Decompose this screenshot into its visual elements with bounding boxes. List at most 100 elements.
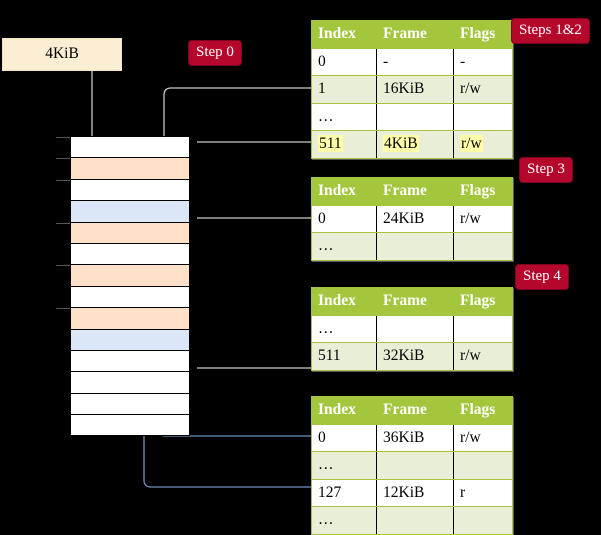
column-header-flags: Flags: [453, 396, 513, 425]
table-row[interactable]: 511 4KiB r/w: [311, 130, 513, 159]
table-cell: [376, 451, 454, 480]
table-cell: 0: [311, 47, 377, 76]
table-cell: [453, 102, 513, 131]
table-cell: 0: [311, 423, 377, 452]
table-cell: r/w: [453, 75, 513, 104]
highlighted-value: 4KiB: [383, 135, 419, 152]
table-cell: 12KiB: [376, 478, 454, 507]
memory-frame-tick: [56, 137, 70, 138]
table-cell: 24KiB: [376, 204, 454, 233]
column-header-frame: Frame: [376, 396, 454, 425]
frame-chip-4kib: 4KiB: [2, 38, 122, 71]
table-cell: 511: [311, 130, 377, 159]
table-cell: [453, 314, 513, 343]
table-cell: [453, 232, 513, 261]
table-cell: [376, 506, 454, 535]
memory-frame-tick: [56, 308, 70, 310]
table-row[interactable]: …: [311, 506, 513, 535]
step-badge-step-0: Step 0: [189, 41, 241, 65]
memory-frame-row: [56, 157, 190, 179]
table-cell: 127: [311, 478, 377, 507]
table-cell: [376, 232, 454, 261]
table-cell: …: [311, 314, 377, 343]
column-header-index: Index: [311, 20, 377, 49]
table-row[interactable]: …: [311, 314, 513, 343]
step-badge-step-1-2: Steps 1&2: [512, 19, 589, 43]
column-header-flags: Flags: [453, 20, 513, 49]
memory-frame-tick: [56, 179, 70, 181]
memory-frame-tick: [56, 222, 70, 224]
memory-frame-row: [70, 371, 190, 393]
table-cell: r/w: [453, 342, 513, 371]
memory-frame-row: [70, 414, 190, 436]
highlighted-value: 511: [318, 135, 343, 152]
physical-memory-column: [56, 136, 190, 436]
memory-frame-row: [70, 285, 190, 308]
table-cell: [376, 102, 454, 131]
table-cell: -: [376, 47, 454, 76]
table-cell: r/w: [453, 204, 513, 233]
column-header-flags: Flags: [453, 287, 513, 316]
table-cell: -: [453, 47, 513, 76]
memory-frame-row: [56, 221, 190, 243]
memory-frame-row: [56, 307, 190, 329]
table-row[interactable]: …: [311, 232, 513, 261]
table-cell: 4KiB: [376, 130, 454, 159]
table-cell: r/w: [453, 130, 513, 159]
memory-frame-tick: [56, 158, 70, 160]
memory-frame-row: [70, 350, 190, 372]
frame-chip-label: 4KiB: [45, 45, 79, 62]
table-row[interactable]: …: [311, 451, 513, 480]
table-cell: 511: [311, 342, 377, 371]
memory-frame-row: [56, 264, 190, 286]
column-header-index: Index: [311, 177, 377, 206]
table-cell: …: [311, 451, 377, 480]
column-header-index: Index: [311, 287, 377, 316]
table-cell: 0: [311, 204, 377, 233]
memory-frame-row: [70, 200, 190, 222]
table-cell: [376, 314, 454, 343]
wire-level4-127-to-memory: [143, 201, 311, 488]
highlighted-value: r/w: [460, 135, 483, 152]
table-cell: r/w: [453, 423, 513, 452]
column-header-flags: Flags: [453, 177, 513, 206]
table-cell: r: [453, 478, 513, 507]
column-header-frame: Frame: [376, 287, 454, 316]
step-badge-step-4: Step 4: [516, 265, 568, 289]
table-cell: [453, 506, 513, 535]
step-badge-step-3: Step 3: [520, 158, 572, 182]
wire-level1-to-memory: [163, 87, 311, 158]
table-cell: 1: [311, 75, 377, 104]
table-cell: [453, 451, 513, 480]
table-cell: 16KiB: [376, 75, 454, 104]
table-row[interactable]: 0--: [311, 47, 513, 76]
column-header-frame: Frame: [376, 177, 454, 206]
table-cell: 36KiB: [376, 423, 454, 452]
table-cell: …: [311, 232, 377, 261]
memory-frame-row: [70, 392, 190, 415]
table-row[interactable]: …: [311, 102, 513, 131]
memory-frame-tick: [56, 265, 70, 267]
table-cell: …: [311, 506, 377, 535]
table-cell: …: [311, 102, 377, 131]
table-cell: 32KiB: [376, 342, 454, 371]
memory-frame-row: [70, 328, 190, 350]
memory-frame-row: [70, 243, 190, 265]
memory-frame-row: [56, 136, 190, 158]
column-header-frame: Frame: [376, 20, 454, 49]
column-header-index: Index: [311, 396, 377, 425]
